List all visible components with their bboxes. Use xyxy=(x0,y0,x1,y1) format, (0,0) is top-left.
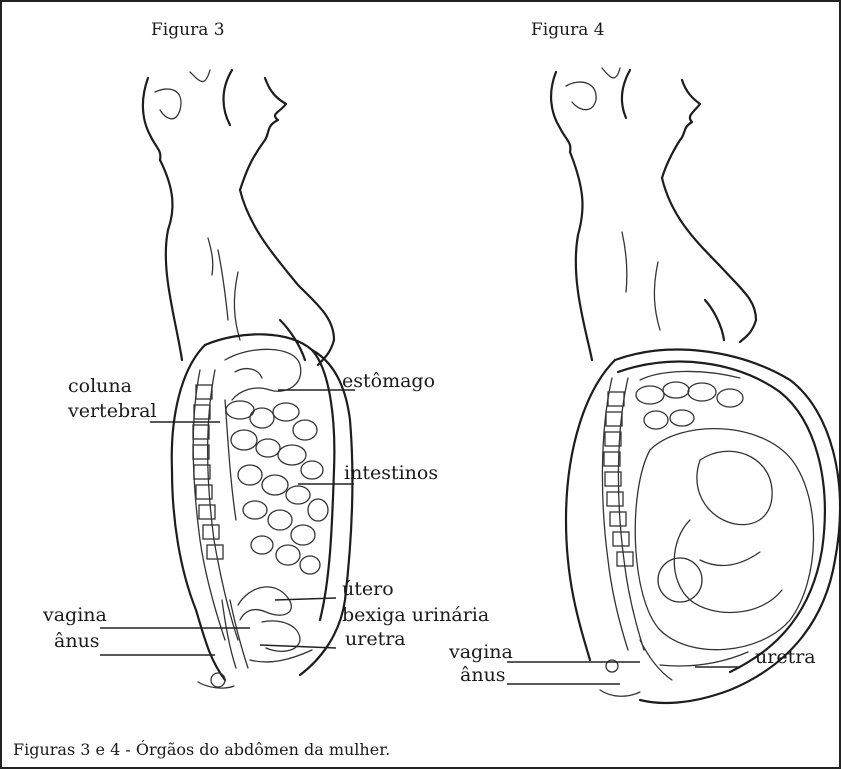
label-uretra-3: uretra xyxy=(345,628,406,650)
figure-4-title: Figura 4 xyxy=(531,20,605,40)
leader-lines-figure-4 xyxy=(507,662,740,684)
label-vertebral: vertebral xyxy=(68,400,157,422)
figure-4-drawing xyxy=(551,68,840,703)
label-intestinos: intestinos xyxy=(344,462,438,484)
label-estomago: estômago xyxy=(342,370,435,392)
label-vagina-3: vagina xyxy=(43,604,107,626)
figure-3-drawing xyxy=(143,70,353,688)
label-uretra-4: uretra xyxy=(755,646,816,668)
label-coluna: coluna xyxy=(68,375,132,397)
label-vagina-4: vagina xyxy=(449,641,513,663)
figure-3-title: Figura 3 xyxy=(151,20,225,40)
label-anus-4: ânus xyxy=(460,664,506,686)
figure-caption: Figuras 3 e 4 - Órgãos do abdômen da mul… xyxy=(13,740,390,759)
label-utero: útero xyxy=(342,578,394,600)
label-anus-3: ânus xyxy=(54,630,100,652)
label-bexiga: bexiga urinária xyxy=(342,604,489,626)
